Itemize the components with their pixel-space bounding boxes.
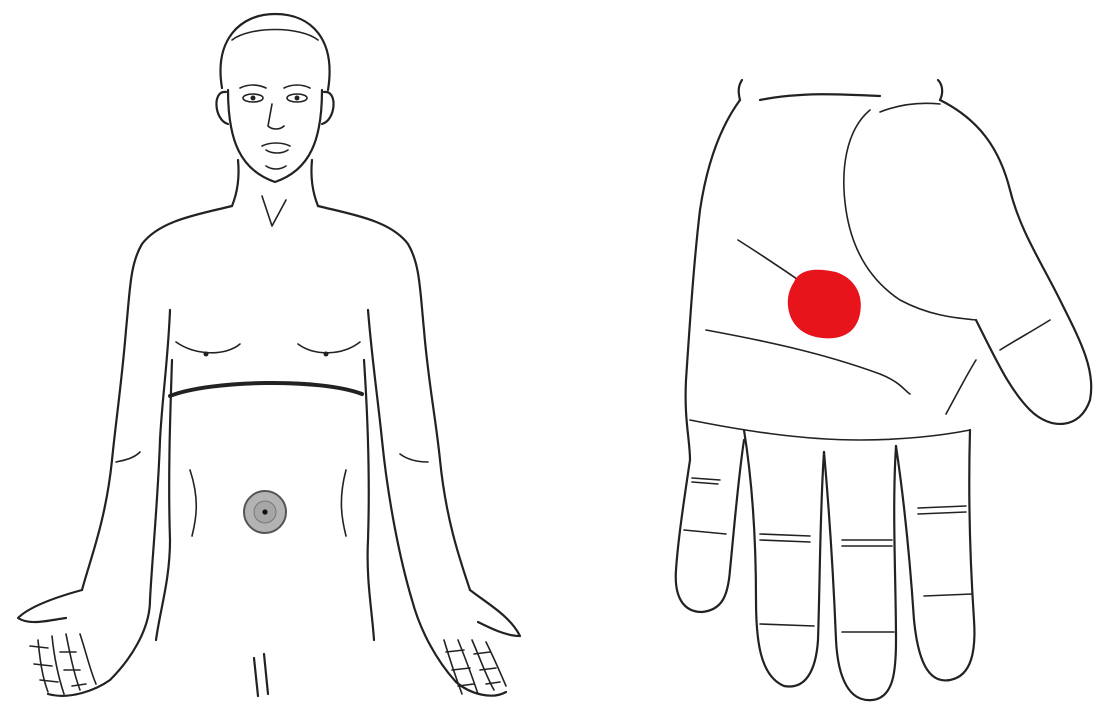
chest-left	[176, 342, 240, 353]
finger-base-line	[690, 420, 970, 440]
thumb-joint-crease	[1000, 320, 1050, 350]
right-nipple	[324, 352, 329, 357]
palm-center-point	[788, 270, 861, 339]
index-base-line	[946, 360, 976, 414]
palm-outer-edge	[686, 100, 740, 460]
neck-right	[311, 160, 318, 206]
navel-marker	[244, 491, 286, 533]
wrist-crease	[760, 94, 880, 100]
heart-line	[706, 330, 910, 394]
chest-right	[298, 342, 360, 353]
thenar-crease	[844, 110, 976, 320]
abdomen-right-crease	[341, 470, 346, 536]
index-finger	[896, 430, 974, 680]
palm-figure	[676, 80, 1092, 700]
right-arm-outer	[318, 206, 470, 590]
neck-notch	[262, 196, 286, 226]
left-arm-inner	[150, 310, 170, 600]
torso-right-side	[364, 360, 374, 640]
diaphragm-line	[170, 383, 362, 396]
wrist-left	[739, 80, 742, 100]
thenar-top	[880, 103, 940, 112]
left-arm-outer	[82, 206, 232, 590]
right-arm-inner	[368, 310, 412, 600]
abdomen-left-crease	[190, 470, 196, 536]
little-finger	[676, 440, 744, 612]
body-front-figure	[18, 14, 520, 696]
left-hand	[18, 590, 150, 696]
right-elbow	[400, 454, 428, 462]
left-elbow	[116, 452, 140, 462]
left-nipple	[204, 352, 209, 357]
ring-finger	[744, 430, 824, 687]
thumb-outline	[940, 100, 1091, 424]
torso-left-side	[156, 360, 172, 640]
neck-left	[232, 160, 239, 206]
head	[216, 14, 333, 182]
groin-mark-1	[254, 658, 258, 696]
groin-mark-2	[264, 654, 268, 694]
wrist-right	[938, 80, 942, 100]
right-hand	[412, 590, 520, 696]
middle-finger	[824, 446, 896, 700]
